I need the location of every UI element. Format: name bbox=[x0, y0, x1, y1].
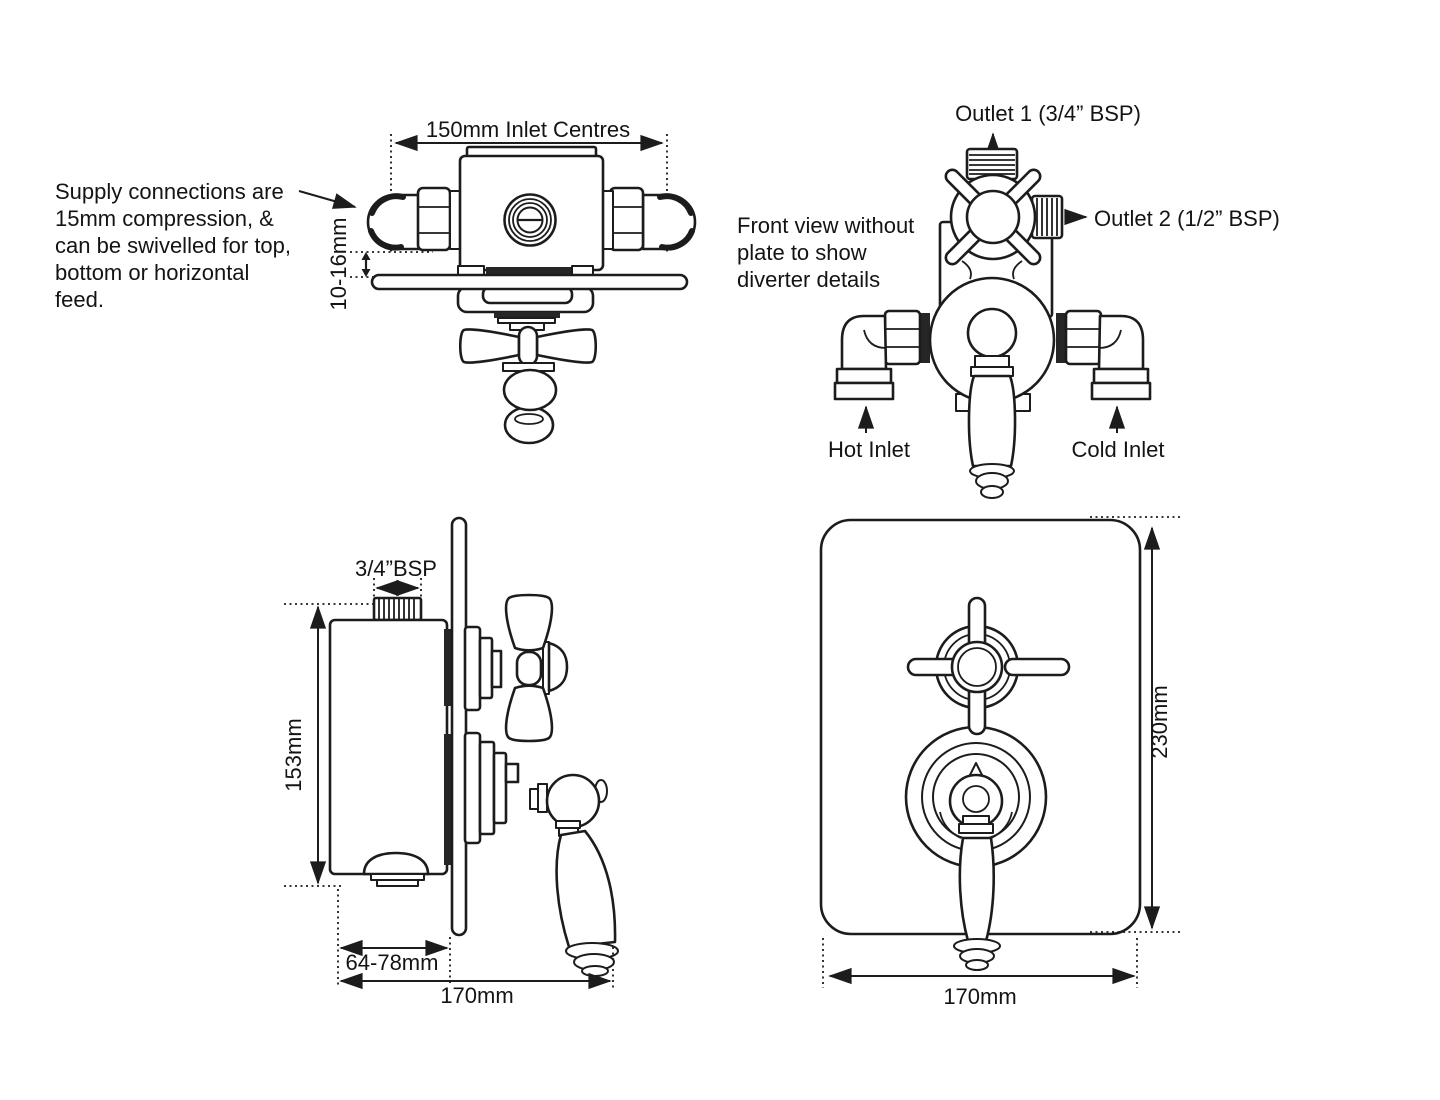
lever-handle-side bbox=[529, 773, 619, 977]
neck-curve-left bbox=[961, 260, 972, 280]
dial-wing-left bbox=[939, 811, 962, 839]
supply-note-line5: feed. bbox=[55, 287, 104, 312]
upper-gap-hatch bbox=[444, 629, 452, 706]
supply-note-leader-arrow bbox=[298, 190, 357, 209]
gap-arrow-down bbox=[361, 269, 371, 277]
cross-handle-icon bbox=[458, 325, 598, 367]
valve-body-front bbox=[366, 145, 697, 445]
lever-hub bbox=[966, 307, 1018, 359]
dimension-230: 230mm bbox=[1090, 516, 1180, 933]
lower-gap-hatch bbox=[444, 734, 452, 865]
dimension-170-left: 170mm bbox=[339, 947, 614, 1008]
lever-hub-inner bbox=[962, 785, 990, 813]
dimension-64-78: 64-78mm bbox=[337, 889, 451, 986]
left-hatch bbox=[919, 313, 930, 363]
hot-flange-top bbox=[835, 367, 893, 385]
inlet-centres-label: 150mm Inlet Centres bbox=[426, 117, 630, 142]
right-hex-nut bbox=[1064, 309, 1103, 366]
cross-handle-front-icon bbox=[906, 596, 1071, 736]
left-hex-nut bbox=[883, 309, 922, 366]
collar-dark bbox=[494, 312, 560, 318]
foot-step2 bbox=[376, 879, 419, 887]
lever-handle-front bbox=[953, 815, 1001, 971]
lever-handle bbox=[967, 355, 1017, 499]
right-hex-nut bbox=[608, 186, 645, 252]
cross-handle-side-icon bbox=[504, 593, 569, 743]
drawing-side-view: 3/4”BSP bbox=[281, 516, 619, 1008]
right-elbow-shade-top bbox=[657, 193, 694, 216]
cross-handle-icon bbox=[944, 168, 1042, 266]
supply-note-line3: can be swivelled for top, bbox=[55, 233, 291, 258]
dimension-gap-10-16: 10-16mm bbox=[326, 218, 433, 311]
dimension-170-right: 170mm bbox=[822, 938, 1138, 1009]
thermostat-cartridge-side bbox=[463, 625, 503, 712]
hot-elbow-inner bbox=[863, 329, 887, 349]
gap-arrow-up bbox=[361, 252, 371, 260]
caption-line1: Front view without bbox=[737, 213, 914, 238]
cold-flange-bottom bbox=[1090, 381, 1152, 401]
hot-flange-bottom bbox=[833, 381, 895, 401]
width-label: 170mm bbox=[943, 984, 1016, 1009]
cold-inlet-label: Cold Inlet bbox=[1072, 437, 1165, 462]
front-view-caption: Front view without plate to show diverte… bbox=[737, 213, 914, 292]
drawing-diverter-front: Outlet 1 (3/4” BSP) Outlet 2 (1/2” BSP) … bbox=[737, 101, 1280, 499]
outlet2-label: Outlet 2 (1/2” BSP) bbox=[1094, 206, 1280, 231]
hot-elbow bbox=[840, 314, 888, 371]
right-elbow-shade-bottom bbox=[659, 228, 695, 251]
supply-note-line1: Supply connections are bbox=[55, 179, 284, 204]
hot-inlet-label: Hot Inlet bbox=[828, 437, 910, 462]
neck-curve-right bbox=[1012, 260, 1023, 280]
depth-label: 64-78mm bbox=[346, 950, 439, 975]
bsp-label: 3/4”BSP bbox=[355, 556, 437, 581]
outlet-thread-side bbox=[372, 596, 423, 622]
width-label: 170mm bbox=[440, 983, 513, 1008]
drawing-exposed-valve-front: Supply connections are 15mm compression,… bbox=[55, 117, 697, 445]
wall-plate-edge bbox=[370, 273, 689, 291]
caption-line3: diverter details bbox=[737, 267, 880, 292]
outlet2-thread bbox=[1030, 194, 1064, 240]
left-hex-nut bbox=[416, 186, 452, 252]
cold-flange-top bbox=[1092, 367, 1150, 385]
supply-note: Supply connections are 15mm compression,… bbox=[55, 179, 357, 312]
supply-note-line4: bottom or horizontal bbox=[55, 260, 249, 285]
supply-note-line2: 15mm compression, & bbox=[55, 206, 274, 231]
dimension-153: 153mm bbox=[281, 603, 376, 887]
dimension-bsp: 3/4”BSP bbox=[355, 556, 437, 599]
height-153-label: 153mm bbox=[281, 718, 306, 791]
valve-body-side bbox=[328, 618, 449, 876]
cold-elbow-inner bbox=[1098, 329, 1122, 349]
diverter-valve bbox=[833, 147, 1152, 499]
left-elbow-shade-top bbox=[369, 193, 406, 216]
outlet1-label: Outlet 1 (3/4” BSP) bbox=[955, 101, 1141, 126]
drawing-plate-front: 230mm 170mm bbox=[819, 516, 1180, 1009]
caption-line2: plate to show bbox=[737, 240, 867, 265]
right-tab bbox=[571, 265, 594, 276]
valve-side bbox=[328, 516, 619, 977]
gap-label: 10-16mm bbox=[326, 218, 351, 311]
dial-wing-right bbox=[990, 811, 1013, 839]
height-230-label: 230mm bbox=[1147, 685, 1172, 758]
foot-dome bbox=[362, 851, 430, 876]
central-boss bbox=[503, 193, 557, 247]
left-elbow-shade-bottom bbox=[368, 228, 404, 251]
handle-dome bbox=[547, 641, 569, 693]
gasket bbox=[486, 267, 571, 275]
ball-knob bbox=[502, 368, 558, 412]
lower-knob bbox=[503, 405, 555, 445]
right-hatch bbox=[1056, 313, 1067, 363]
lower-knob-ring bbox=[514, 413, 544, 425]
left-tab bbox=[457, 265, 485, 276]
diverter-cartridge-side bbox=[463, 731, 520, 845]
wall-plate-side bbox=[450, 516, 468, 937]
cold-elbow bbox=[1097, 314, 1145, 371]
